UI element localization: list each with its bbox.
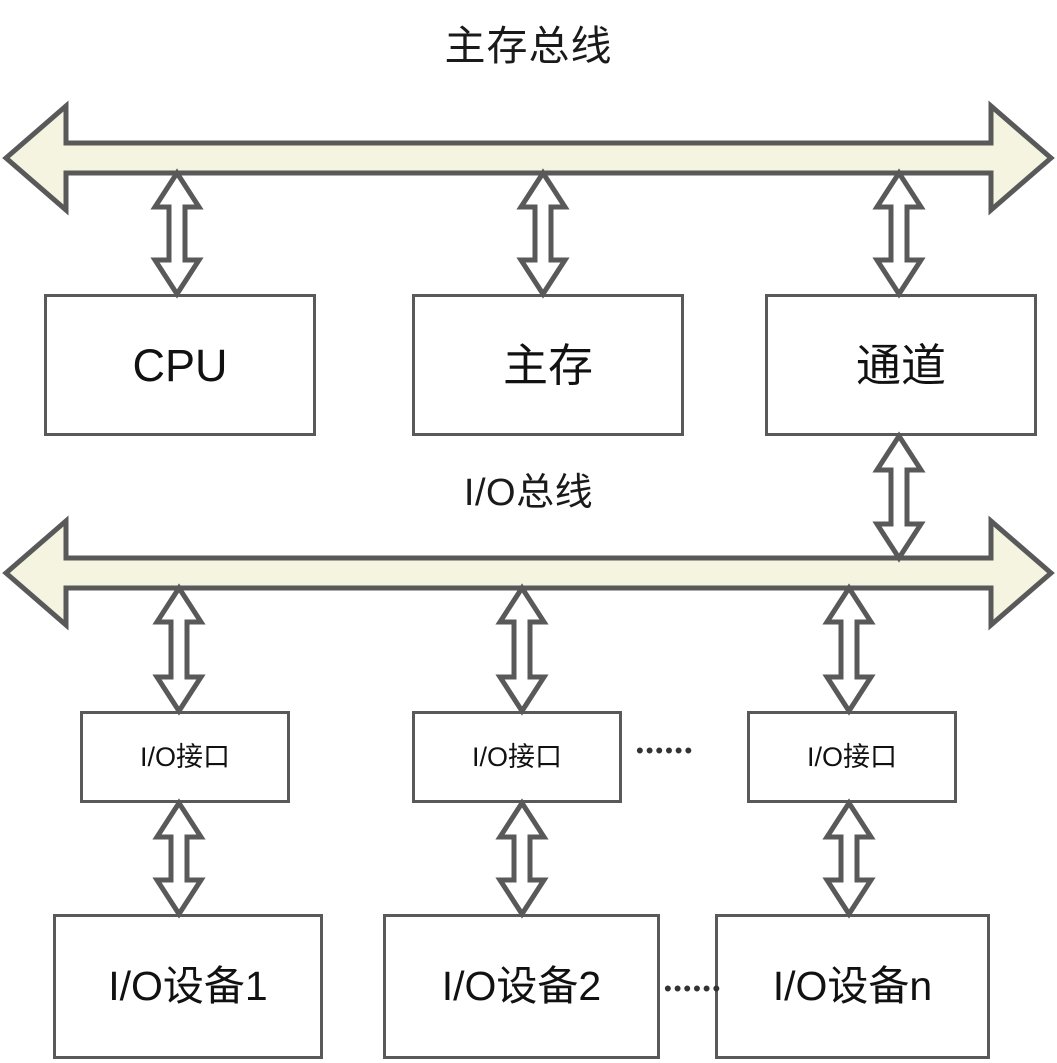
main-memory-bus-arrow[interactable] [2,100,1055,216]
node-io-interface-1[interactable]: I/O接口 [80,711,290,803]
node-io-device-n-label: I/O设备n [772,963,933,1009]
node-io-interface-n[interactable]: I/O接口 [747,711,957,803]
node-io-interface-1-label: I/O接口 [139,741,230,772]
connector-cpu-to-main-bus[interactable] [150,168,204,299]
connector-interface-n-to-device-n[interactable] [822,798,876,919]
connector-channel-to-main-bus[interactable] [872,168,926,299]
node-cpu[interactable]: CPU [44,294,316,436]
node-main-memory[interactable]: 主存 [412,294,684,436]
node-io-device-1[interactable]: I/O设备1 [53,914,323,1059]
main-bus-title: 主存总线 [444,23,613,69]
node-channel[interactable]: 通道 [765,294,1037,436]
node-io-device-2[interactable]: I/O设备2 [383,914,660,1059]
io-bus-arrow[interactable] [2,515,1055,631]
node-io-interface-2[interactable]: I/O接口 [412,711,622,803]
io-bus-title: I/O总线 [463,472,594,514]
ellipsis-interface-row: •••••• [636,738,695,763]
node-io-device-n[interactable]: I/O设备n [715,914,990,1059]
node-io-interface-n-label: I/O接口 [806,741,897,772]
connector-io-bus-to-interface-1[interactable] [152,583,206,716]
connector-interface-1-to-device-1[interactable] [152,798,206,919]
node-io-interface-2-label: I/O接口 [471,741,562,772]
connector-memory-to-main-bus[interactable] [516,168,570,299]
node-io-device-2-label: I/O设备2 [441,963,602,1009]
connector-io-bus-to-interface-n[interactable] [822,583,876,716]
node-main-memory-label: 主存 [502,339,593,391]
connector-interface-2-to-device-2[interactable] [495,798,549,919]
connector-io-bus-to-interface-2[interactable] [495,583,549,716]
node-cpu-label: CPU [132,339,228,391]
ellipsis-device-row: •••••• [664,976,723,1001]
node-channel-label: 通道 [855,339,946,391]
node-io-device-1-label: I/O设备1 [108,963,268,1009]
connector-channel-to-io-bus[interactable] [872,431,926,563]
